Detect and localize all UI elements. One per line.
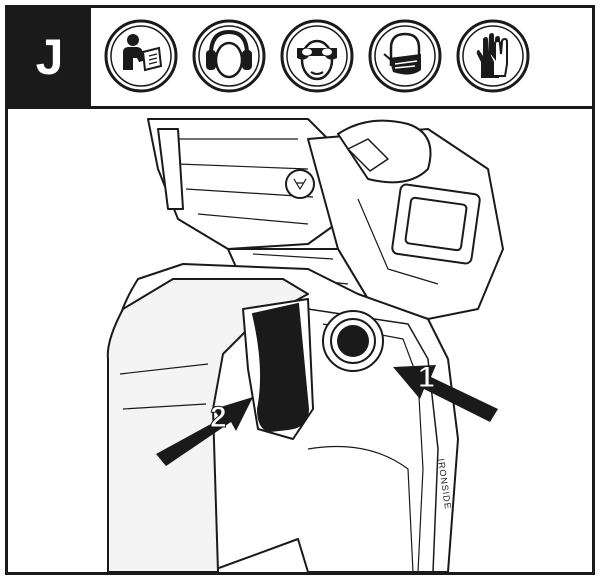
callout-arrow-1: 1 [393,361,498,422]
ppe-icon-row [103,18,531,98]
lock-off-button [322,310,384,372]
gloves-icon [456,19,530,93]
grinder-illustration: IRONSIDE 1 2 [106,118,504,572]
instruction-panel: J [5,5,595,575]
callout-label-2: 2 [210,401,227,434]
read-manual-icon [104,19,178,93]
eye-protection-icon [280,19,354,93]
ear-protection-icon [192,19,266,93]
dust-mask-icon [368,19,442,93]
illustration-area: IRONSIDE 1 2 [8,109,592,572]
step-letter: J [8,8,91,106]
callout-arrow-2: 2 [156,397,253,466]
panel-header: J [8,8,592,109]
callout-label-1: 1 [418,361,435,394]
paddle-switch [251,302,310,433]
